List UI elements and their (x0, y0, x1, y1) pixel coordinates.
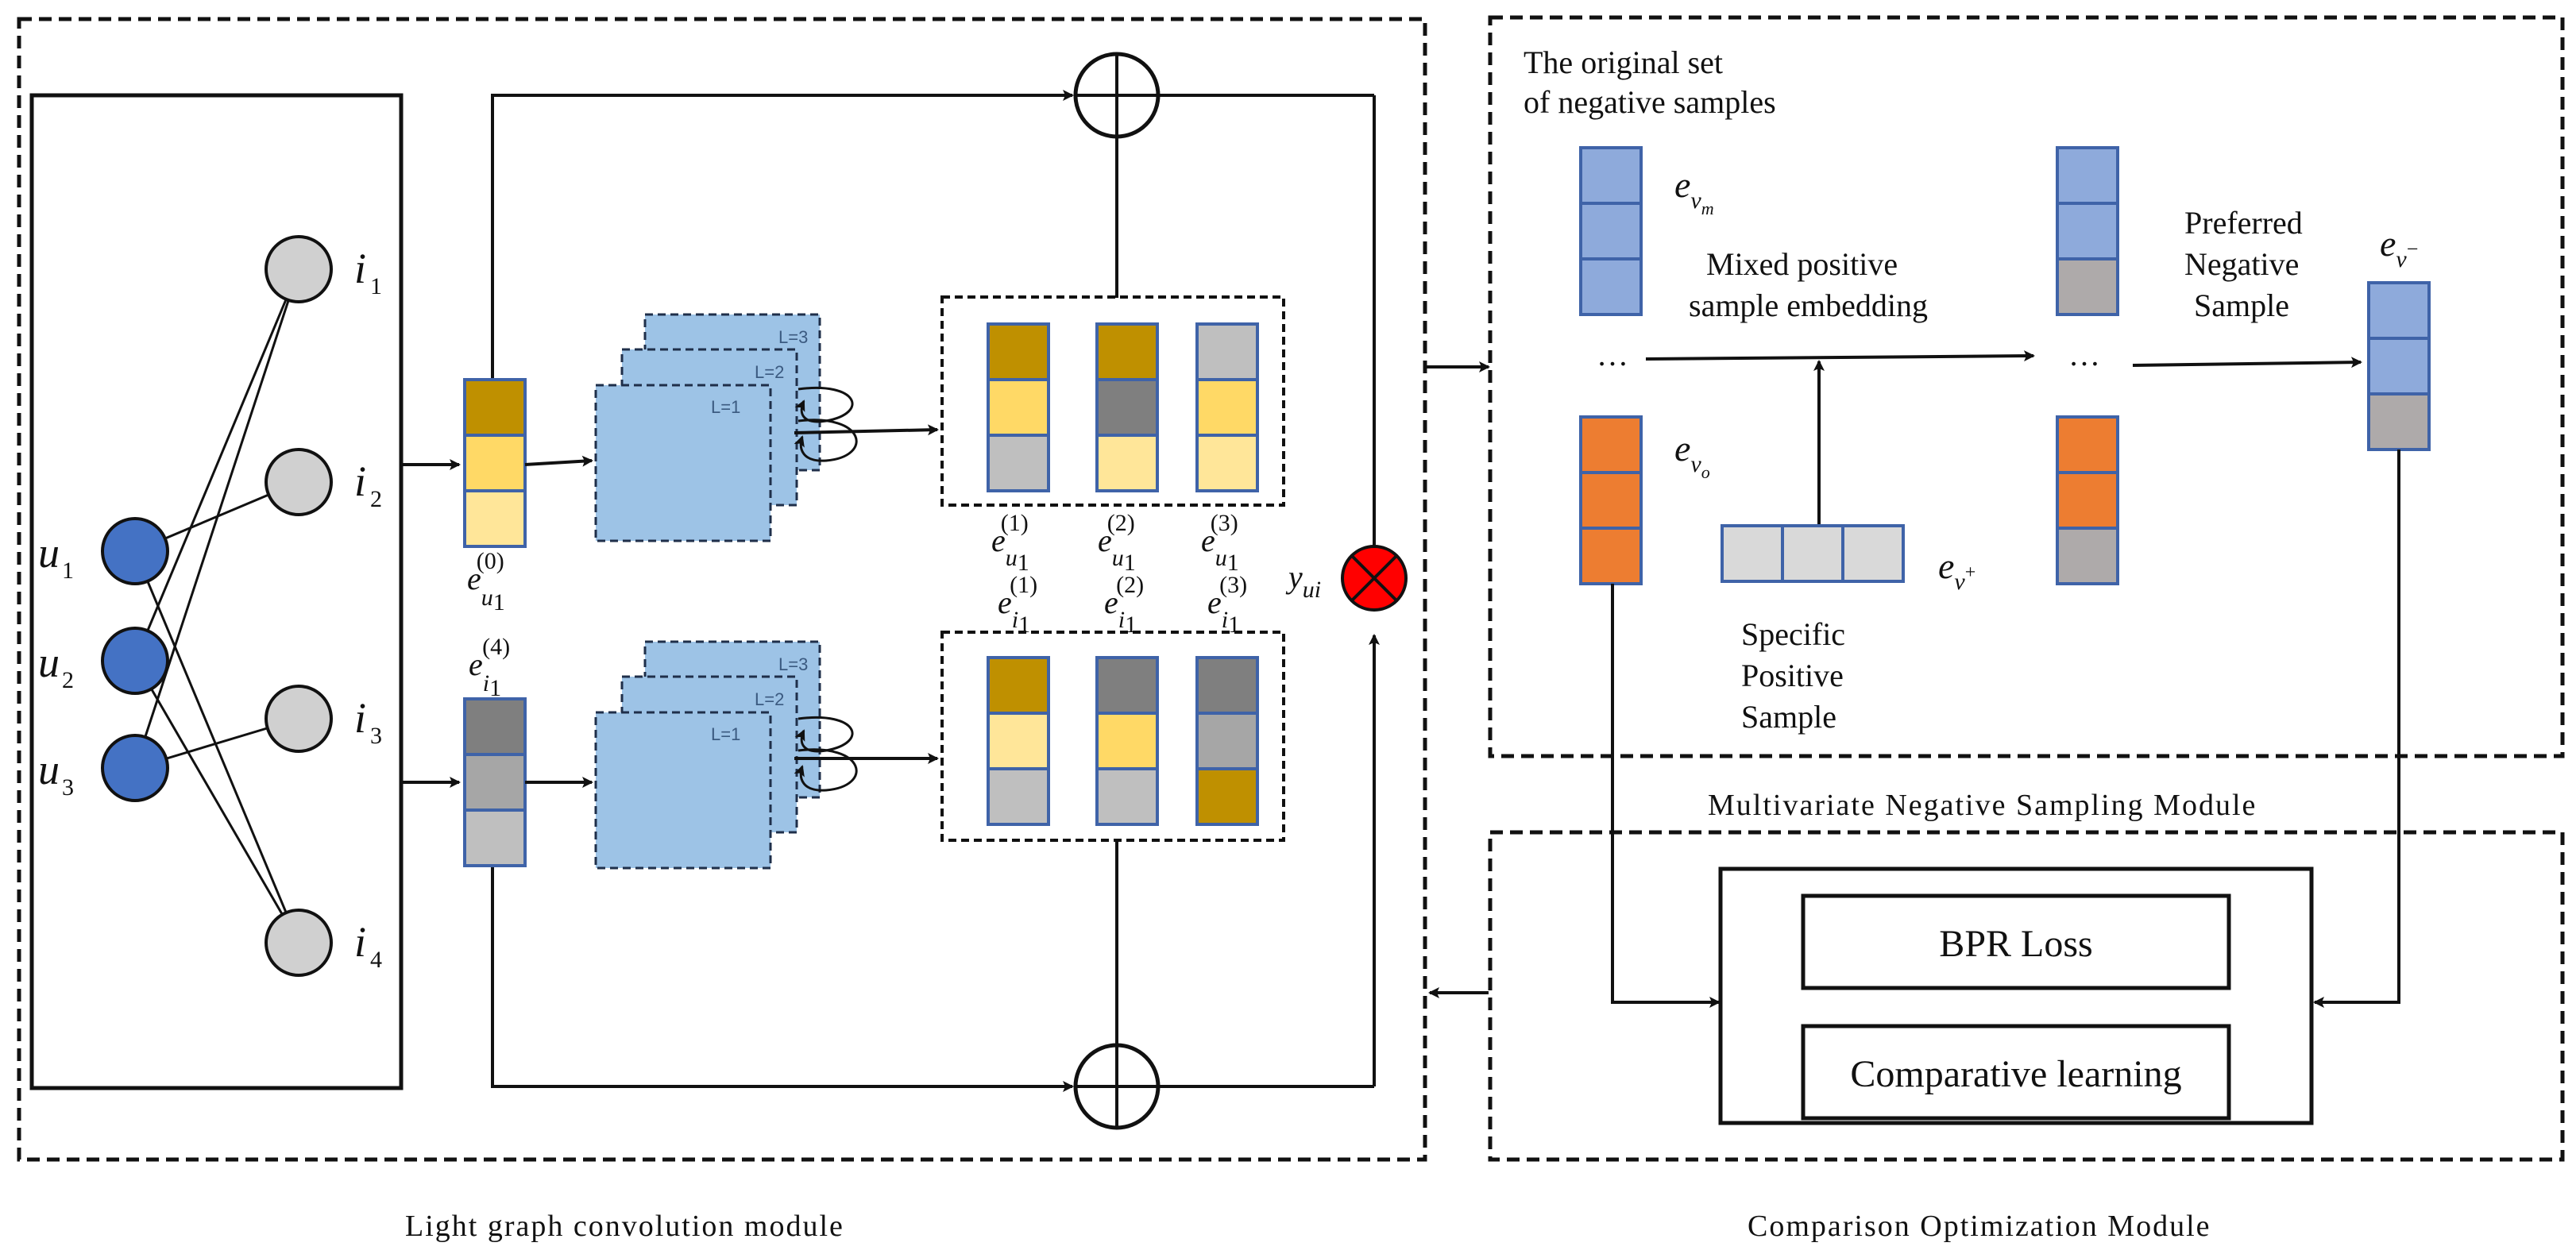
item-node-i3 (265, 685, 333, 753)
original-set-line2: of negative samples (1524, 84, 1776, 120)
comparative-learning-box (1801, 1024, 2231, 1121)
layer-label-bottom-2: L=2 (755, 689, 784, 709)
bpr-loss-label: BPR Loss (1939, 923, 2092, 965)
preferred-line3: Sample (2194, 287, 2289, 323)
item-layer-emb-3 (1195, 656, 1259, 826)
pos-emb-vplus (1721, 524, 1905, 583)
original-set-line1: The original set (1524, 44, 1723, 80)
user-label-u3: u (38, 746, 60, 793)
mixed-emb-top (2056, 146, 2119, 316)
layer-label-bottom-1: L=1 (711, 724, 740, 744)
item-input-embedding-label: ei1(4) (469, 634, 510, 701)
preferred-line2: Negative (2184, 246, 2299, 282)
ellipsis-right: … (2068, 337, 2100, 372)
layer-label-bottom-3: L=3 (778, 654, 808, 674)
sum-node-bottom (1073, 1043, 1161, 1130)
product-node (1341, 545, 1408, 612)
item-input-embedding (463, 697, 527, 867)
neg-emb-vm (1579, 146, 1643, 316)
user-emb-label-3: eu1(3) (1201, 510, 1239, 576)
user-index-1: 1 (62, 558, 74, 584)
user-layer-emb-3 (1195, 322, 1259, 492)
item-node-i1 (265, 235, 333, 303)
arrow-to-preferred (2132, 357, 2362, 369)
arrow-mix (1645, 350, 2035, 362)
user-emb-label-2: eu1(2) (1098, 510, 1136, 576)
item-layer-emb-1 (987, 656, 1050, 826)
item-layer-stack (594, 640, 821, 870)
item-emb-label-1: ei1(1) (998, 572, 1037, 638)
user-layer-emb-2 (1095, 322, 1159, 492)
user-index-3: 3 (62, 774, 74, 801)
user-emb-label-1: eu1(1) (991, 510, 1029, 576)
item-node-i4 (265, 909, 333, 977)
layer-propagation-loops (794, 387, 858, 792)
item-label-i2: i (354, 457, 366, 505)
e-vplus-label: ev+ (1938, 546, 1975, 595)
specific-line1: Specific (1741, 616, 1845, 652)
item-index-2: 2 (370, 486, 382, 512)
item-label-i4: i (354, 918, 366, 966)
item-index-4: 4 (370, 947, 382, 973)
mixed-line1: Mixed positive (1706, 246, 1898, 282)
arrow-layers-to-user-embs (794, 424, 939, 436)
item-label-i3: i (354, 694, 366, 742)
item-layer-embeddings-box (940, 631, 1285, 842)
bipartite-graph-box (29, 93, 404, 1090)
mns-module-frame (1488, 15, 2565, 758)
preferred-neg-emb (2367, 281, 2431, 451)
e-vo-label: evo (1674, 428, 1710, 482)
item-node-i2 (265, 448, 333, 516)
bpr-loss-box (1801, 893, 2231, 990)
item-index-1: 1 (370, 273, 382, 299)
item-label-i1: i (354, 245, 366, 292)
user-node-u2 (101, 627, 169, 695)
user-node-u3 (101, 734, 169, 802)
lgc-module-frame (17, 17, 1427, 1162)
mixed-emb-bottom (2056, 415, 2119, 585)
layer-label-top-2: L=2 (755, 362, 784, 382)
layer-label-top-3: L=3 (778, 327, 808, 347)
arrow-vminus-to-loss (2313, 450, 2400, 1008)
com-module-frame (1488, 830, 2565, 1162)
arrow-user-to-layers (524, 455, 593, 467)
item-emb-label-3: ei1(3) (1207, 572, 1247, 638)
user-label-u2: u (38, 639, 60, 686)
comparative-learning-label: Comparative learning (1850, 1053, 2181, 1095)
mixed-line2: sample embedding (1689, 287, 1928, 323)
neg-emb-vo (1579, 415, 1643, 585)
com-module-label: Comparison Optimization Module (1748, 1210, 2211, 1243)
lgc-module-label: Light graph convolution module (405, 1210, 844, 1243)
specific-line2: Positive (1741, 658, 1844, 693)
loss-container (1718, 866, 2314, 1125)
user-label-u1: uu1 (38, 529, 60, 577)
user-index-2: 2 (62, 667, 74, 693)
item-emb-label-2: ei1(2) (1104, 572, 1144, 638)
specific-line3: Sample (1741, 699, 1836, 735)
graph-edges (133, 268, 300, 944)
arrow-vo-to-loss (1611, 584, 1721, 1008)
item-index-3: 3 (370, 723, 382, 749)
item-layer-emb-2 (1095, 656, 1159, 826)
user-layer-emb-1 (987, 322, 1050, 492)
e-vminus-label: ev− (2380, 223, 2418, 272)
user-input-embedding (463, 378, 527, 548)
e-vm-label: evm (1674, 164, 1714, 218)
user-input-embedding-label: eu1(0) (467, 548, 505, 615)
prediction-label: yui (1285, 559, 1321, 603)
preferred-line1: Preferred (2184, 205, 2303, 241)
user-layer-embeddings-box (940, 295, 1285, 507)
layer-label-top-1: L=1 (711, 397, 740, 417)
user-node-u1 (101, 517, 169, 585)
mns-module-label: Multivariate Negative Sampling Module (1708, 789, 2257, 822)
sum-node-top (1073, 52, 1161, 139)
user-layer-stack (594, 313, 821, 542)
ellipsis-left: … (1597, 337, 1628, 372)
